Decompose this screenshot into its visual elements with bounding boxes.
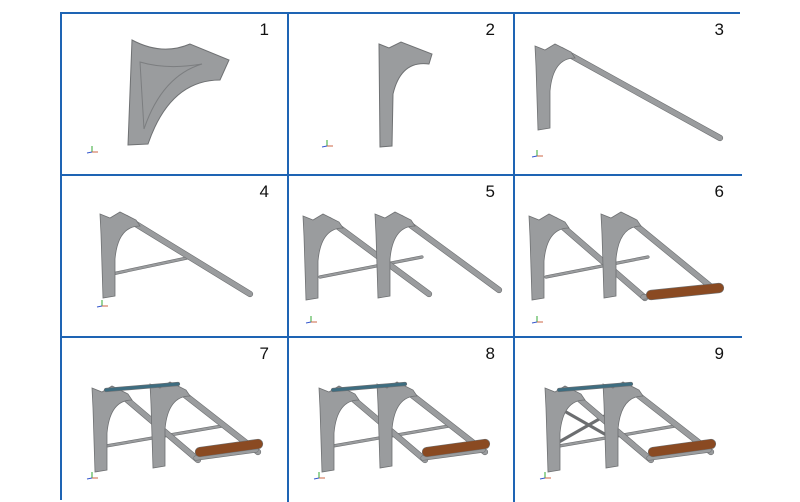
step-4-drawing	[96, 211, 254, 308]
step-number: 6	[714, 182, 724, 201]
bottom-rail	[647, 448, 711, 460]
frame-a-diagonal-beam	[558, 47, 723, 141]
step-8-drawing	[313, 381, 491, 480]
axis-z	[313, 477, 320, 480]
assembly-steps-grid: 1 2 3 4 5 6 7 8 9	[60, 12, 742, 502]
frame-b-leg	[376, 381, 418, 469]
step-cell-5: 5	[289, 176, 515, 338]
step-number: 8	[485, 344, 495, 363]
bottom-rail	[421, 448, 485, 460]
cross-bar	[545, 256, 649, 278]
axis-z	[86, 151, 93, 154]
frame-a-diagonal-beam	[552, 217, 648, 301]
step-1-drawing	[86, 39, 230, 154]
frame-a-leg	[302, 213, 344, 301]
step-cell-2: 2	[289, 14, 515, 176]
step-2-drawing	[321, 41, 433, 148]
step-cell-1: 1	[62, 14, 289, 176]
step-5-drawing	[302, 211, 503, 324]
frame-a-leg	[528, 213, 570, 301]
step-cell-7: 7	[62, 338, 289, 502]
step-cell-4: 4	[62, 176, 289, 338]
step-cell-6: 6	[515, 176, 742, 338]
step-3-drawing	[531, 43, 724, 158]
axis-z	[539, 477, 546, 480]
step-cell-9: 9	[515, 338, 742, 502]
frame-a-leg	[544, 385, 586, 473]
axis-triad-icon	[305, 316, 317, 324]
step-7-drawing	[86, 381, 264, 480]
frame-b-diagonal-beam	[398, 215, 502, 293]
side-gusset-panel	[127, 39, 230, 146]
frame-a-leg	[99, 211, 141, 299]
frame-a-leg	[318, 385, 360, 473]
axis-z	[86, 477, 93, 480]
step-9-drawing	[539, 381, 717, 480]
step-number: 3	[714, 20, 724, 39]
frame-a-leg	[534, 43, 576, 131]
axis-triad-icon	[86, 472, 98, 480]
roller-tube	[648, 439, 716, 457]
frame-b-leg	[149, 381, 191, 469]
axis-z	[531, 155, 538, 158]
top-bar	[557, 382, 633, 392]
step-number: 7	[259, 344, 269, 363]
axis-z	[305, 321, 312, 324]
axis-z	[531, 321, 538, 324]
step-number: 9	[714, 344, 724, 363]
cross-bar	[319, 256, 423, 278]
axis-triad-icon	[531, 316, 543, 324]
frame-b-diagonal-beam	[624, 215, 718, 293]
frame-b-leg	[374, 211, 416, 299]
step-number: 4	[259, 182, 269, 201]
roller-tube	[195, 439, 263, 457]
axis-triad-icon	[539, 472, 551, 480]
step-number: 5	[485, 182, 495, 201]
panel-rib	[139, 61, 203, 130]
roller-tube	[422, 439, 490, 457]
narrow-gusset	[378, 41, 433, 148]
top-bar	[331, 382, 407, 392]
top-bar	[104, 382, 180, 392]
bottom-rail	[194, 448, 258, 460]
axis-triad-icon	[531, 150, 543, 158]
axis-z	[96, 305, 103, 308]
axis-triad-icon	[96, 300, 108, 308]
roller-tube	[646, 283, 724, 300]
step-cell-8: 8	[289, 338, 515, 502]
frame-a-leg	[91, 385, 133, 473]
frame-a-diagonal-beam	[123, 215, 253, 297]
cross-bar	[111, 257, 188, 275]
step-6-drawing	[528, 211, 725, 324]
axis-z	[321, 145, 328, 148]
axis-triad-icon	[86, 146, 98, 154]
step-cell-3: 3	[515, 14, 742, 176]
axis-triad-icon	[321, 140, 333, 148]
axis-triad-icon	[313, 472, 325, 480]
frame-b-leg	[602, 381, 644, 469]
step-number: 1	[259, 20, 269, 39]
step-number: 2	[485, 20, 495, 39]
frame-b-leg	[600, 211, 642, 299]
